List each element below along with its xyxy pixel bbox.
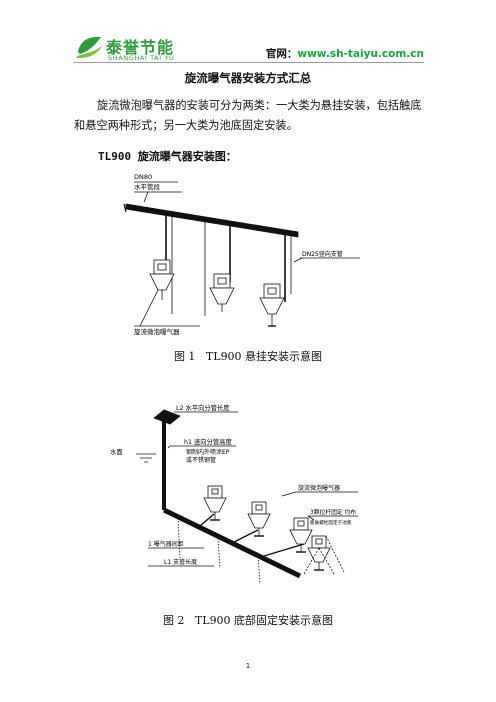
label-h1: h1 竖向分管高度 — [184, 437, 232, 446]
figure-2-bottom-fixed-installation: L2 水平向分管长度 h1 竖向分管高度 钢制内外喷涂EP 或不锈钢管 水面 旋… — [110, 403, 358, 585]
figure-2-caption: 图 2 TL900 底部固定安装示意图 — [162, 614, 334, 627]
figure-1-caption: 图 1 TL900 悬挂安装示意图 — [173, 350, 323, 363]
label-material-1: 钢制内外喷涂EP — [186, 448, 230, 456]
header-divider — [74, 62, 424, 63]
aerator-unit — [259, 283, 285, 327]
label-l1: L1 支管长度 — [164, 558, 197, 566]
aerator-unit — [307, 535, 331, 571]
label-material-2: 或不锈钢管 — [186, 456, 216, 464]
label-tie-rods: 3颗拉杆固定 均布 — [310, 508, 356, 516]
label-horizontal-pipe: 水平管段 — [134, 182, 161, 191]
figure-1-suspended-installation: DN80 水平管段 DN25竖向支管 旋流微泡曝气器 — [123, 173, 360, 336]
logo-chinese-text: 泰誉节能 — [106, 38, 175, 57]
section-heading: TL900 旋流曝气器安装图： — [98, 150, 237, 163]
label-aerator: 旋流微泡曝气器 — [134, 327, 180, 336]
website-link[interactable]: www.sh-taiyu.com.cn — [297, 48, 424, 60]
label-l2: L2 水平向分管长度 — [176, 403, 230, 412]
aerator-unit — [149, 259, 175, 300]
company-logo: 泰誉节能 SHANGHAI TAI YU — [74, 32, 184, 66]
label-spacing: 1 曝气器间距 — [148, 540, 184, 548]
aerator-unit — [247, 501, 271, 537]
label-aerator: 旋流微泡曝气器 — [298, 484, 340, 492]
website-line: 官网：www.sh-taiyu.com.cn — [266, 46, 424, 61]
page-number: 1 — [245, 662, 251, 670]
label-dn80: DN80 — [134, 173, 152, 181]
label-vertical-branch: DN25竖向支管 — [302, 250, 343, 258]
aerator-unit — [289, 517, 313, 553]
label-tie-rods-sub: 膨胀螺栓固定于池底 — [310, 519, 352, 526]
document-title: 旋流曝气器安装方式汇总 — [184, 71, 312, 85]
aerator-unit — [209, 273, 235, 312]
intro-paragraph: 旋流微泡曝气器的安装可分为两类：一大类为悬挂安装，包括触底和悬空两种形式；另一大… — [74, 99, 422, 132]
logo-english-text: SHANGHAI TAI YU — [108, 54, 175, 62]
website-label: 官网： — [265, 48, 298, 60]
leaf-logo-icon — [77, 36, 102, 59]
label-water-surface: 水面 — [110, 447, 123, 456]
aerator-unit — [203, 485, 227, 521]
